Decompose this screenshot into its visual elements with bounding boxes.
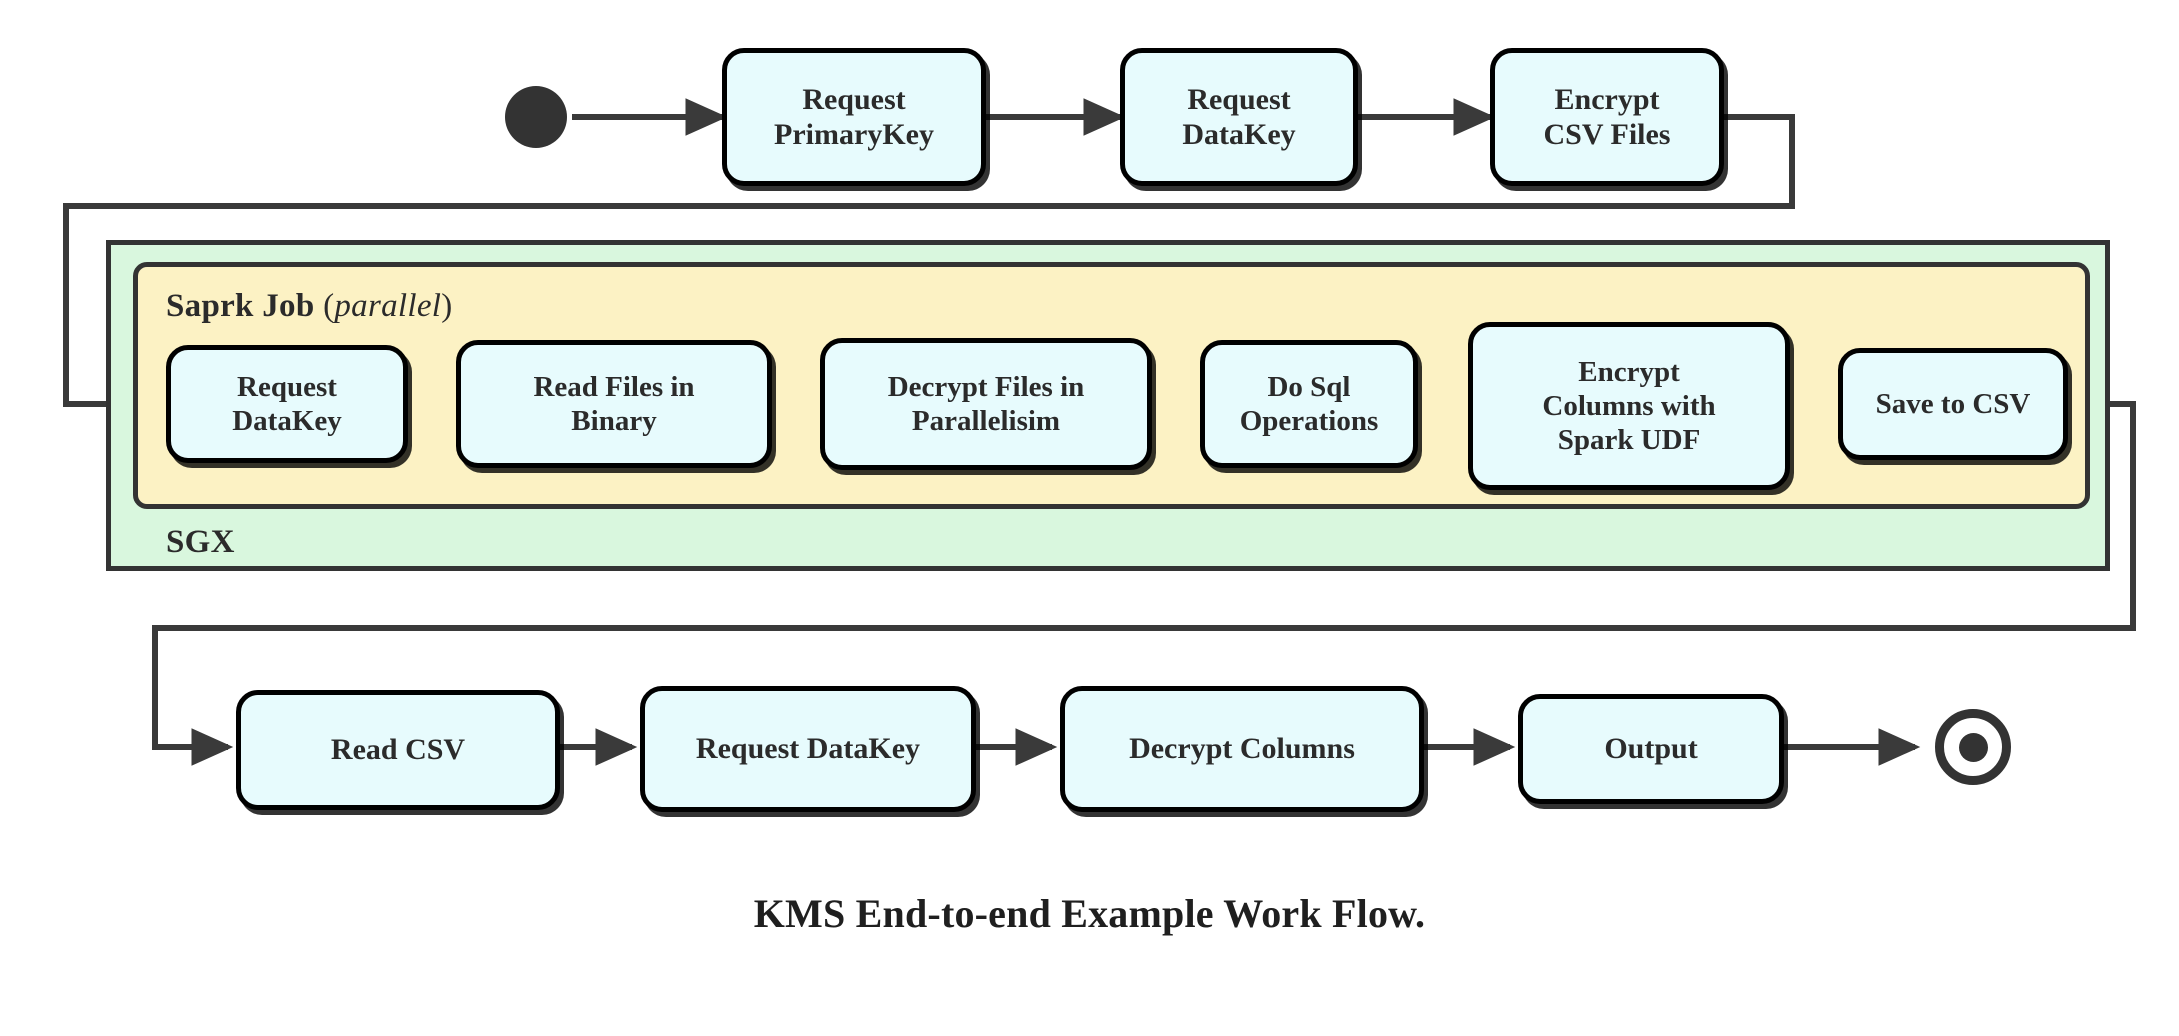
node-encrypt-csv-files[interactable]: Encrypt CSV Files [1490, 48, 1724, 186]
node-line: Output [1604, 732, 1698, 766]
node-line: DataKey [232, 405, 342, 437]
node-line: Columns with [1542, 389, 1716, 422]
node-request-primarykey[interactable]: Request PrimaryKey [722, 48, 986, 186]
node-line: Request [802, 82, 906, 116]
node-do-sql-operations[interactable]: Do Sql Operations [1200, 340, 1418, 468]
node-save-to-csv[interactable]: Save to CSV [1838, 348, 2068, 460]
node-line: PrimaryKey [774, 118, 934, 151]
group-spark-job-paren-open: ( [314, 288, 335, 324]
node-line: Binary [571, 405, 657, 437]
node-read-files-in-binary[interactable]: Read Files in Binary [456, 340, 772, 468]
node-line: Request [237, 370, 337, 403]
node-line: Save to CSV [1875, 387, 2031, 420]
node-decrypt-columns[interactable]: Decrypt Columns [1060, 686, 1424, 812]
end-node [1935, 709, 2011, 785]
node-request-datakey-bottom[interactable]: Request DataKey [640, 686, 976, 812]
node-encrypt-columns-with-spark-udf[interactable]: Encrypt Columns with Spark UDF [1468, 322, 1790, 490]
group-sgx-label: SGX [166, 524, 235, 561]
node-line: Read CSV [330, 733, 466, 767]
node-output[interactable]: Output [1518, 694, 1784, 804]
node-line: Read Files in [533, 370, 695, 403]
node-decrypt-files-in-parallelisim[interactable]: Decrypt Files in Parallelisim [820, 338, 1152, 470]
node-request-datakey-spark[interactable]: Request DataKey [166, 345, 408, 463]
node-line: Encrypt [1578, 355, 1680, 388]
group-spark-job-modifier: parallel [334, 288, 442, 324]
node-line: CSV Files [1543, 118, 1671, 151]
group-spark-job-label-text: Saprk Job [166, 288, 315, 324]
node-line: Do Sql [1267, 370, 1351, 403]
node-line: Decrypt Columns [1129, 732, 1355, 766]
group-sgx-label-text: SGX [166, 524, 235, 560]
group-spark-job-label: Saprk Job (parallel) [166, 288, 453, 325]
node-read-csv[interactable]: Read CSV [236, 690, 560, 810]
diagram-caption: KMS End-to-end Example Work Flow. [753, 891, 1426, 936]
node-line: Decrypt Files in [887, 370, 1085, 403]
node-line: Encrypt [1554, 82, 1660, 116]
node-line: Operations [1239, 405, 1379, 437]
node-request-datakey-top[interactable]: Request DataKey [1120, 48, 1358, 186]
start-node [505, 86, 567, 148]
node-line: Spark UDF [1557, 424, 1701, 457]
node-line: Request DataKey [695, 732, 921, 766]
node-line: Request [1187, 82, 1291, 116]
group-spark-job-paren-close: ) [441, 288, 453, 324]
end-node-inner-dot [1958, 732, 1988, 762]
node-line: Parallelisim [911, 405, 1061, 437]
node-line: DataKey [1182, 118, 1296, 151]
